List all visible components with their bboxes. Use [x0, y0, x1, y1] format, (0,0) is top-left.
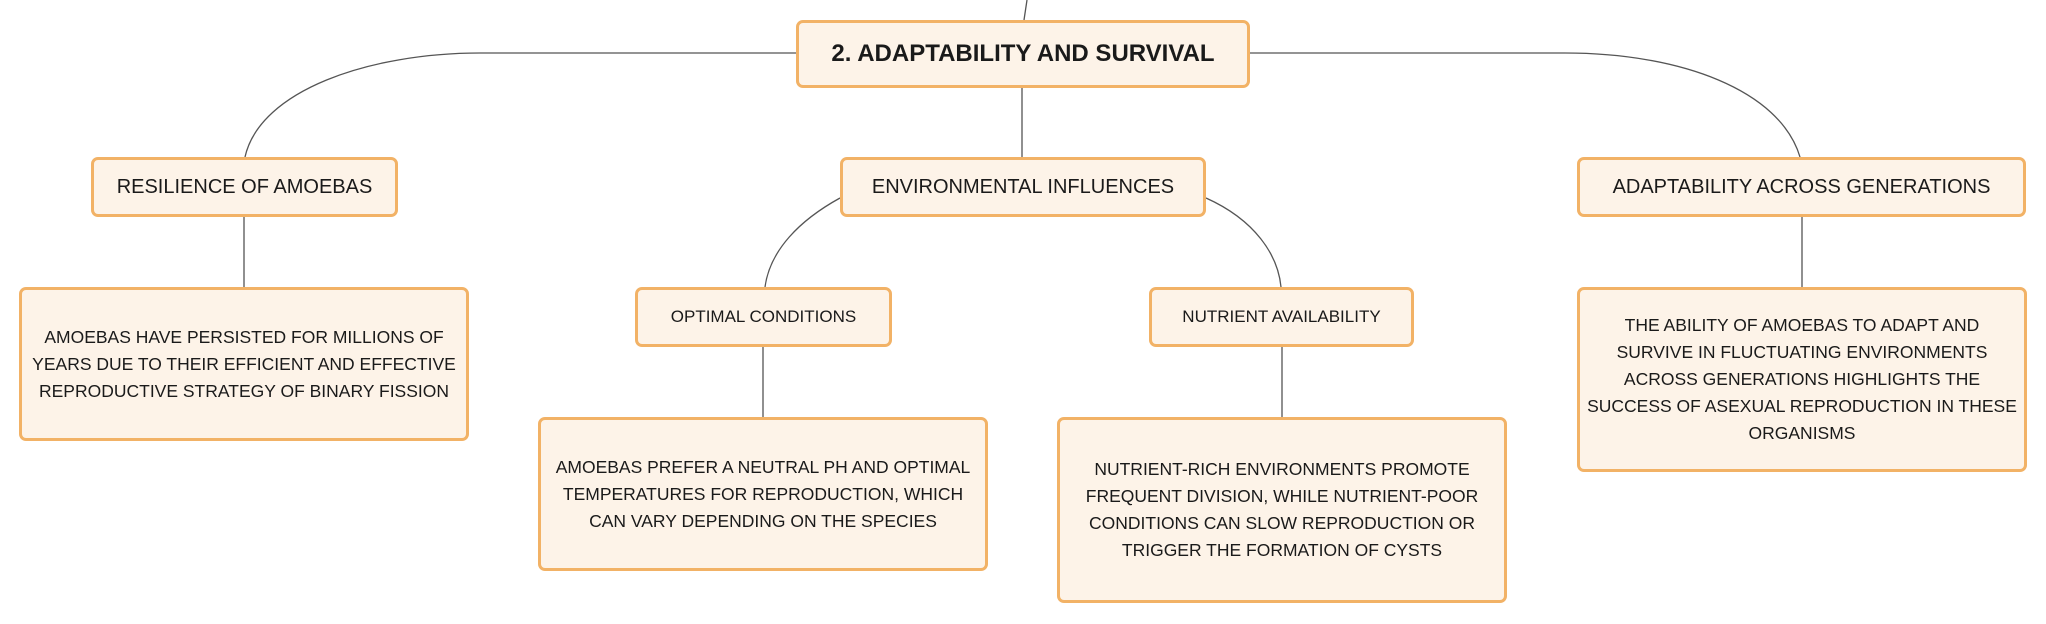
optimal-conditions-detail-node[interactable]: AMOEBAS PREFER A NEUTRAL PH AND OPTIMAL … [538, 417, 988, 571]
connector-environmental-to-optimal [764, 197, 841, 288]
nutrient-availability-detail-text: NUTRIENT-RICH ENVIRONMENTS PROMOTE FREQU… [1085, 459, 1479, 560]
generations-node[interactable]: ADAPTABILITY ACROSS GENERATIONS [1577, 157, 2026, 217]
generations-detail-text: THE ABILITY OF AMOEBAS TO ADAPT AND SURV… [1587, 315, 2017, 443]
connector-root-to-resilience [244, 52, 796, 158]
optimal-conditions-node-label: OPTIMAL CONDITIONS [670, 307, 857, 326]
nutrient-availability-node[interactable]: NUTRIENT AVAILABILITY [1149, 287, 1414, 347]
generations-node-label: ADAPTABILITY ACROSS GENERATIONS [1612, 175, 1991, 198]
resilience-detail-text: AMOEBAS HAVE PERSISTED FOR MILLIONS OF Y… [32, 326, 456, 401]
resilience-detail-node[interactable]: AMOEBAS HAVE PERSISTED FOR MILLIONS OF Y… [19, 287, 469, 441]
connector-root-to-generations [1250, 52, 1801, 158]
environmental-node-label: ENVIRONMENTAL INFLUENCES [871, 175, 1175, 198]
resilience-node[interactable]: RESILIENCE OF AMOEBAS [91, 157, 398, 217]
environmental-node[interactable]: ENVIRONMENTAL INFLUENCES [840, 157, 1206, 217]
root-node-label: 2. ADAPTABILITY AND SURVIVAL [831, 40, 1215, 67]
resilience-node-label: RESILIENCE OF AMOEBAS [116, 175, 373, 198]
root-node[interactable]: 2. ADAPTABILITY AND SURVIVAL [796, 20, 1250, 88]
nutrient-availability-node-label: NUTRIENT AVAILABILITY [1182, 307, 1381, 326]
generations-detail-node[interactable]: THE ABILITY OF AMOEBAS TO ADAPT AND SURV… [1577, 287, 2027, 472]
optimal-conditions-detail-text: AMOEBAS PREFER A NEUTRAL PH AND OPTIMAL … [555, 456, 971, 531]
nutrient-availability-detail-node[interactable]: NUTRIENT-RICH ENVIRONMENTS PROMOTE FREQU… [1057, 417, 1507, 603]
connector-parent-to-root [1023, 0, 1028, 21]
connector-environmental-to-nutrient [1205, 197, 1282, 288]
optimal-conditions-node[interactable]: OPTIMAL CONDITIONS [635, 287, 892, 347]
